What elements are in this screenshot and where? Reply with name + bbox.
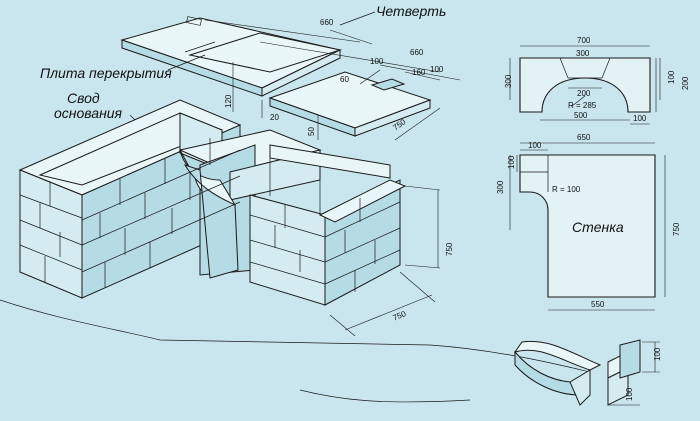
label-arch-line2: основания <box>54 105 123 121</box>
dim-arch-200: 200 <box>577 89 591 98</box>
dim-wall-r100: R = 100 <box>552 185 581 194</box>
dim-slab-660-a: 660 <box>320 18 334 27</box>
dim-arch-100-right: 100 <box>667 70 676 84</box>
dim-arch-100-bottom: 100 <box>633 114 647 123</box>
label-wall: Стенка <box>572 219 624 235</box>
ground-line <box>0 299 591 373</box>
base-dimensions: 750 750 <box>329 185 454 337</box>
dim-wall-300: 300 <box>496 180 505 194</box>
label-quarter: Четверть <box>376 3 446 19</box>
wall-detail: 650 100 100 300 R = 100 Стенка 750 550 <box>496 133 681 311</box>
label-cover-slab: Плита перекрытия <box>40 65 172 81</box>
dim-wall-550: 550 <box>591 300 605 309</box>
quarter-slab <box>268 71 432 137</box>
dim-detail-100-a: 100 <box>653 347 662 361</box>
wall-shape <box>519 154 656 298</box>
dim-base-750-depth: 750 <box>391 309 407 323</box>
dim-slab-100: 100 <box>370 57 384 66</box>
label-arch-line1: Свод <box>67 90 100 106</box>
brick-base <box>18 99 407 306</box>
slab-dimensions: 660 660 100 160 100 60 120 20 50 750 <box>204 18 461 141</box>
dim-arch-700: 700 <box>577 36 591 45</box>
dim-slab-100-b: 100 <box>430 65 444 74</box>
dim-wall-100-side: 100 <box>507 155 516 169</box>
dim-slab-160: 160 <box>412 68 426 77</box>
dim-wall-650: 650 <box>577 133 591 142</box>
dim-slab-660-b: 660 <box>410 48 424 57</box>
dim-arch-300-top: 300 <box>576 49 590 58</box>
dim-arch-500: 500 <box>574 111 588 120</box>
dim-slab-60: 60 <box>340 75 349 84</box>
dim-arch-r285: R = 285 <box>568 101 597 110</box>
dim-arch-200-right: 200 <box>681 76 690 90</box>
dim-slab-120: 120 <box>224 94 233 108</box>
dim-detail-100-b: 100 <box>625 387 634 401</box>
dim-base-750-height: 750 <box>445 242 454 256</box>
arch-detail: 700 300 200 R = 285 500 300 100 200 100 <box>504 36 690 125</box>
joint-detail: 100 100 <box>513 339 662 406</box>
cover-slab <box>120 16 342 97</box>
dim-wall-100-top: 100 <box>528 141 542 150</box>
leader-quarter <box>339 11 376 26</box>
dim-wall-750: 750 <box>672 222 681 236</box>
dim-slab-50: 50 <box>307 127 316 136</box>
dim-arch-300-side: 300 <box>504 74 513 88</box>
ground-line-2 <box>299 389 471 403</box>
dim-slab-20: 20 <box>270 113 279 122</box>
leader-slab <box>167 54 206 71</box>
